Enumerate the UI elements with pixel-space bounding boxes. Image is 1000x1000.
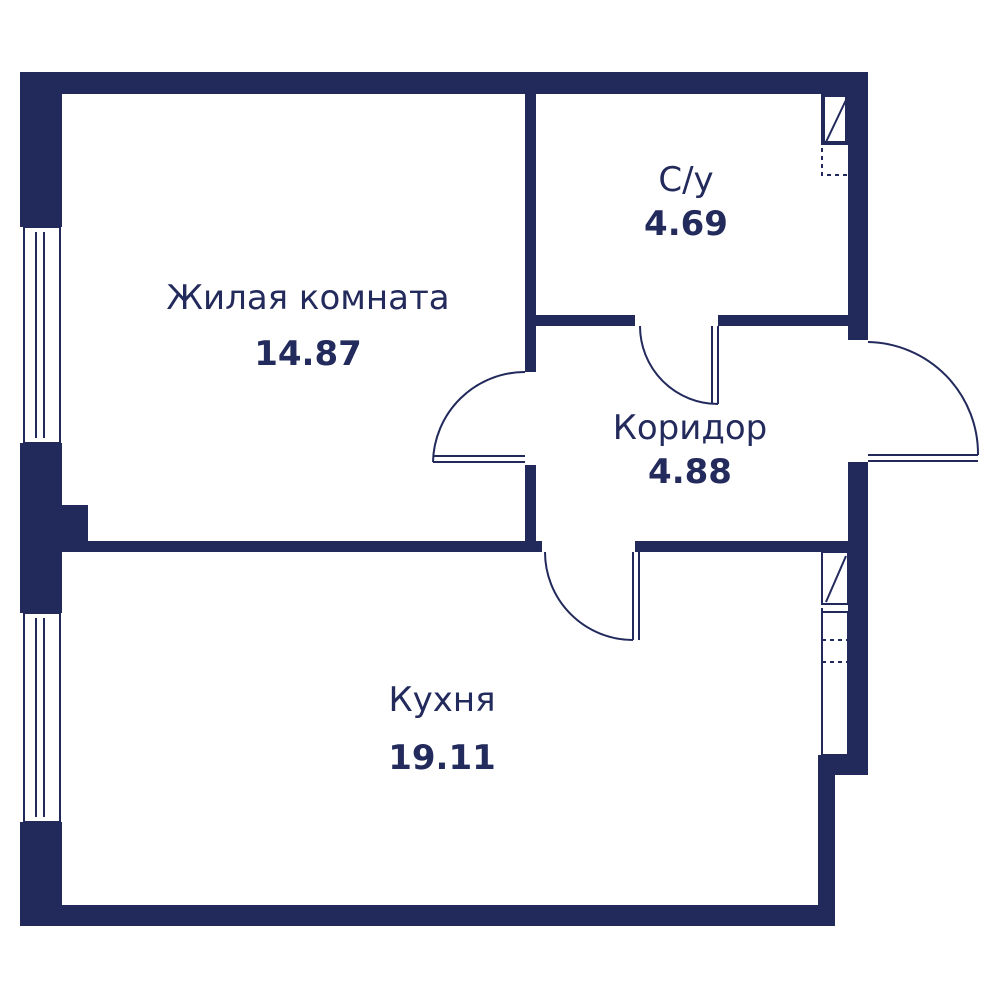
wall-living-kitchen [62, 541, 542, 552]
window-kitchen [23, 612, 61, 823]
room-bathroom-area: 4.69 [644, 204, 728, 244]
room-corridor-area: 4.88 [648, 452, 732, 492]
shaft-bathroom [821, 93, 849, 145]
doors [432, 325, 980, 641]
room-living-area: 14.87 [254, 334, 362, 374]
door-entrance-swing [867, 341, 980, 456]
room-bathroom-label: С/у 4.69 [644, 160, 728, 244]
wall-right-middle [848, 462, 868, 775]
wall-bottom [20, 905, 835, 926]
room-kitchen-label: Кухня 19.11 [388, 680, 496, 778]
outer-walls [20, 72, 868, 926]
window-living [23, 226, 61, 444]
wall-top [20, 72, 868, 94]
door-kitchen-swing [544, 551, 634, 641]
shaft-kitchen [821, 551, 849, 605]
door-bathroom-swing [639, 325, 719, 405]
wall-right-lower [818, 770, 835, 926]
windows [23, 226, 61, 823]
room-corridor-label: Коридор 4.88 [613, 408, 768, 492]
wall-corridor-left-lower [525, 465, 536, 551]
ventilation-shafts [821, 93, 849, 756]
room-living-label: Жилая комната 14.87 [166, 278, 449, 374]
wall-bath-bottom-left [525, 315, 635, 326]
interior-walls [62, 94, 858, 552]
wall-left-upper [20, 72, 62, 227]
wall-living-bath [525, 94, 536, 372]
room-kitchen-area: 19.11 [388, 738, 496, 778]
room-kitchen-name: Кухня [388, 680, 496, 720]
wall-right-upper [848, 72, 868, 340]
room-bathroom-name: С/у [658, 160, 714, 200]
wall-bath-bottom-right [718, 315, 858, 326]
door-living-swing [432, 371, 526, 463]
room-corridor-name: Коридор [612, 408, 768, 448]
wall-corridor-kitchen [635, 541, 850, 552]
room-living-name: Жилая комната [166, 278, 450, 318]
kitchen-niche [821, 611, 849, 756]
